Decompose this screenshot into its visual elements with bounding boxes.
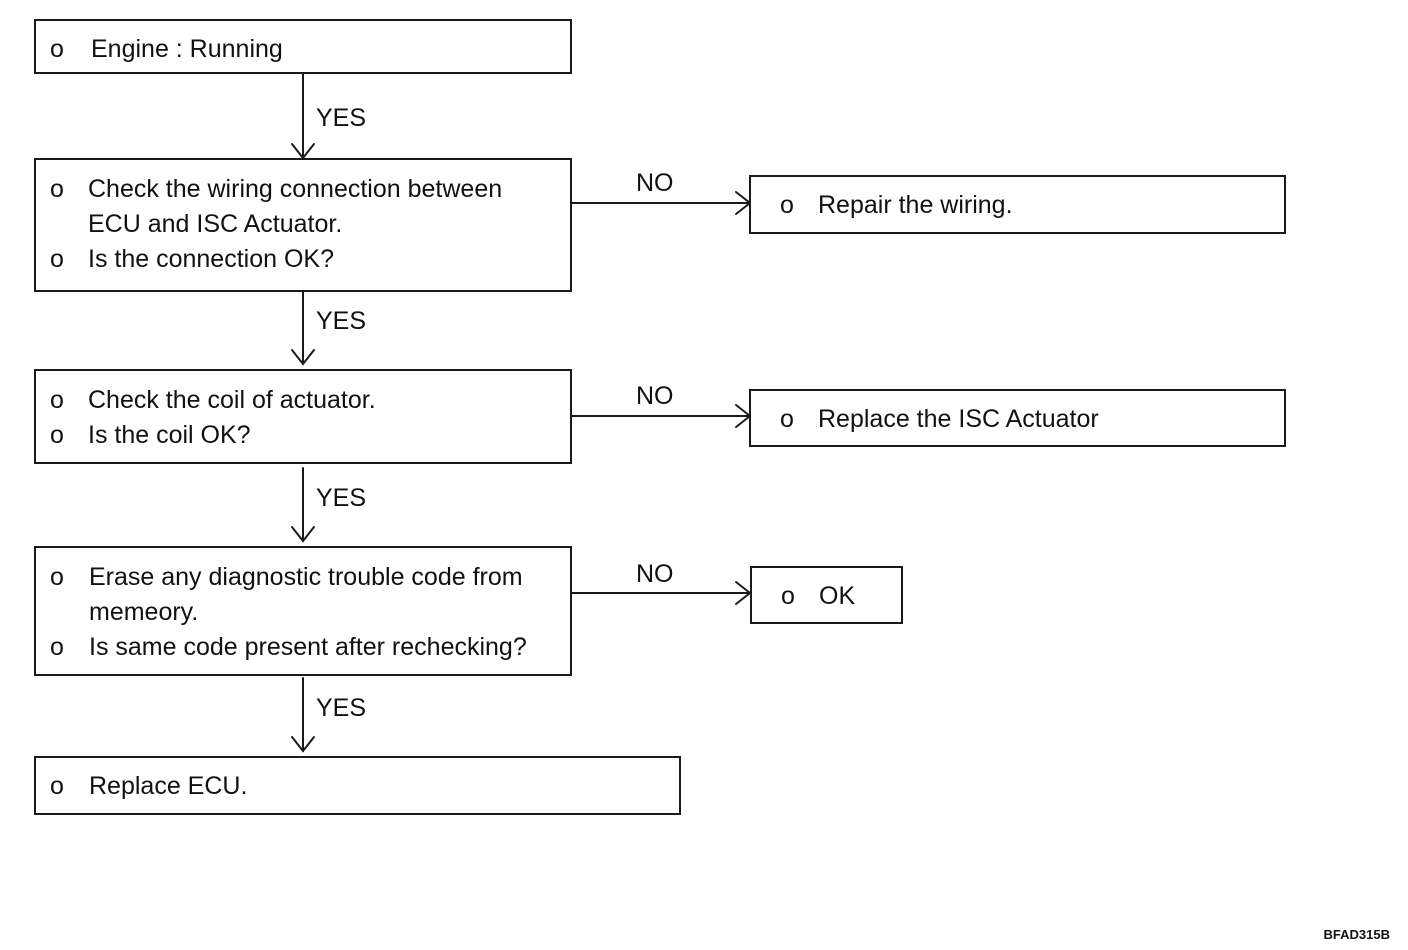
repair-wiring-box: o Repair the wiring. bbox=[749, 175, 1286, 234]
box-text: Erase any diagnostic trouble code from bbox=[89, 563, 523, 591]
ok-box: o OK bbox=[750, 566, 903, 624]
no-label: NO bbox=[636, 560, 674, 588]
box-text: Check the wiring connection between bbox=[88, 175, 503, 203]
box-text: Is the coil OK? bbox=[88, 421, 251, 449]
yes-label: YES bbox=[316, 694, 367, 722]
engine-running-box: o Engine : Running bbox=[34, 19, 572, 74]
arrowhead-down-2 bbox=[291, 349, 315, 366]
replace-ecu-box: o Replace ECU. bbox=[34, 756, 681, 815]
box-text: OK bbox=[819, 582, 856, 610]
erase-dtc-box: o Erase any diagnostic trouble code from… bbox=[34, 546, 572, 676]
arrowhead-down-3 bbox=[291, 526, 315, 543]
replace-isc-actuator-box: o Replace the ISC Actuator bbox=[749, 389, 1286, 447]
no-label: NO bbox=[636, 382, 674, 410]
yes-label: YES bbox=[316, 104, 367, 132]
wiring-check-box: o Check the wiring connection between EC… bbox=[34, 158, 572, 292]
coil-check-box: o Check the coil of actuator. o Is the c… bbox=[34, 369, 572, 464]
bullet: o bbox=[50, 175, 64, 203]
yes-label: YES bbox=[316, 307, 367, 335]
bullet: o bbox=[50, 563, 64, 591]
bullet: o bbox=[50, 421, 64, 449]
box-text: Check the coil of actuator. bbox=[88, 386, 376, 414]
bullet: o bbox=[50, 245, 64, 273]
bullet: o bbox=[780, 191, 794, 219]
bullet: o bbox=[50, 35, 64, 63]
bullet: o bbox=[781, 582, 795, 610]
box-text: Repair the wiring. bbox=[818, 191, 1013, 219]
no-label: NO bbox=[636, 169, 674, 197]
figure-code: BFAD315B bbox=[1323, 927, 1390, 942]
box-text: Is same code present after rechecking? bbox=[89, 633, 527, 661]
box-text: ECU and ISC Actuator. bbox=[88, 210, 343, 238]
box-text: memeory. bbox=[89, 598, 199, 626]
box-text: Replace the ISC Actuator bbox=[818, 405, 1099, 433]
bullet: o bbox=[50, 772, 64, 800]
bullet: o bbox=[50, 386, 64, 414]
bullet: o bbox=[780, 405, 794, 433]
box-text: Engine : Running bbox=[91, 35, 283, 63]
box-text: Is the connection OK? bbox=[88, 245, 334, 273]
bullet: o bbox=[50, 633, 64, 661]
box-text: Replace ECU. bbox=[89, 772, 248, 800]
yes-label: YES bbox=[316, 484, 367, 512]
arrowhead-down-4 bbox=[291, 736, 315, 753]
